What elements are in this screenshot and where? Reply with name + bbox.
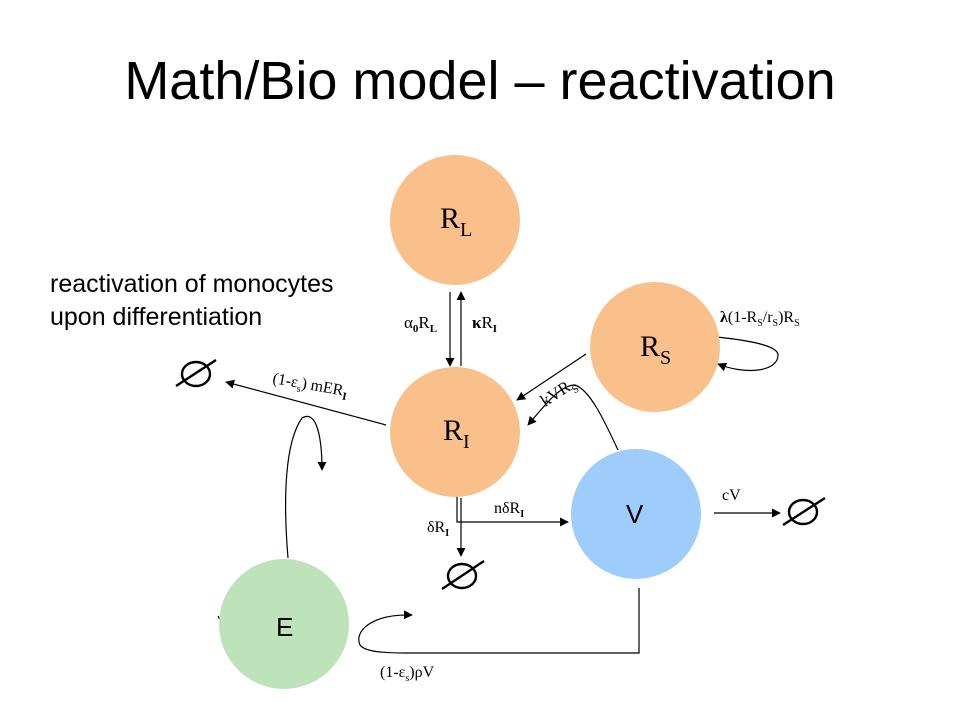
slide-title: Math/Bio model – reactivation bbox=[124, 51, 836, 111]
annotation-note: reactivation of monocytes upon different… bbox=[50, 268, 333, 334]
arrow-rs-self-loop bbox=[716, 336, 779, 372]
rate-cv-label: cV bbox=[722, 487, 741, 504]
null-symbol-left bbox=[175, 358, 217, 388]
null-symbol-bottom bbox=[441, 560, 485, 590]
rate-delta-label: δRI bbox=[427, 519, 449, 539]
rate-mer-label: (1-εs) mERI bbox=[271, 370, 349, 403]
note-line-1: reactivation of monocytes bbox=[50, 270, 334, 298]
node-v-label: V bbox=[626, 499, 644, 529]
node-rl-label: RL bbox=[440, 202, 472, 241]
node-v bbox=[571, 449, 701, 579]
rate-kappa-label: κRI bbox=[472, 313, 497, 335]
arrow-ri-to-v bbox=[456, 495, 569, 527]
note-line-2: upon differentiation bbox=[50, 303, 263, 331]
rate-rho-label: (1-εs)ρV bbox=[380, 664, 435, 684]
node-e bbox=[219, 559, 349, 689]
node-e-label: E bbox=[276, 612, 293, 642]
rate-alpha-label: α0RL bbox=[404, 313, 437, 335]
node-ri-label: RI bbox=[443, 414, 470, 453]
rate-ndelta-label: nδRI bbox=[494, 500, 524, 520]
arrow-e-influence bbox=[285, 415, 327, 559]
node-rs bbox=[590, 282, 720, 412]
node-ri bbox=[390, 367, 520, 497]
null-symbol-right bbox=[782, 496, 826, 527]
arrow-ri-to-death-left bbox=[225, 379, 387, 426]
arrow-v-influence bbox=[527, 384, 619, 451]
node-rl bbox=[390, 155, 520, 285]
arrow-rs-to-ri bbox=[516, 353, 587, 401]
rate-lambda-label: λ(1-RS/rS)RS bbox=[720, 309, 800, 329]
node-rs-label: RS bbox=[640, 330, 671, 369]
arrow-v-to-e bbox=[358, 588, 640, 654]
